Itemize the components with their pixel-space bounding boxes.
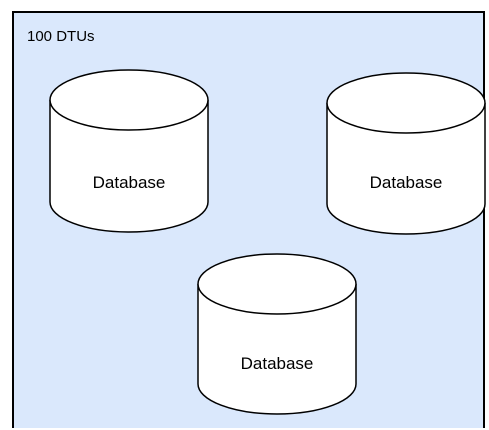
database-label: Database xyxy=(241,354,314,373)
database-cylinder-3[interactable]: Database xyxy=(197,253,357,415)
cylinder-body xyxy=(49,69,209,233)
database-label: Database xyxy=(93,173,166,192)
database-cylinder-1[interactable]: Database xyxy=(49,69,209,233)
cylinder-top-rim xyxy=(197,283,357,315)
cylinder-body xyxy=(326,72,486,235)
cylinder-top-rim xyxy=(326,102,486,134)
database-label: Database xyxy=(370,173,443,192)
cylinder-body xyxy=(197,253,357,415)
database-cylinder-2[interactable]: Database xyxy=(326,72,486,235)
pool-dtu-label: 100 DTUs xyxy=(27,28,95,45)
cylinder-top-rim xyxy=(49,99,209,131)
